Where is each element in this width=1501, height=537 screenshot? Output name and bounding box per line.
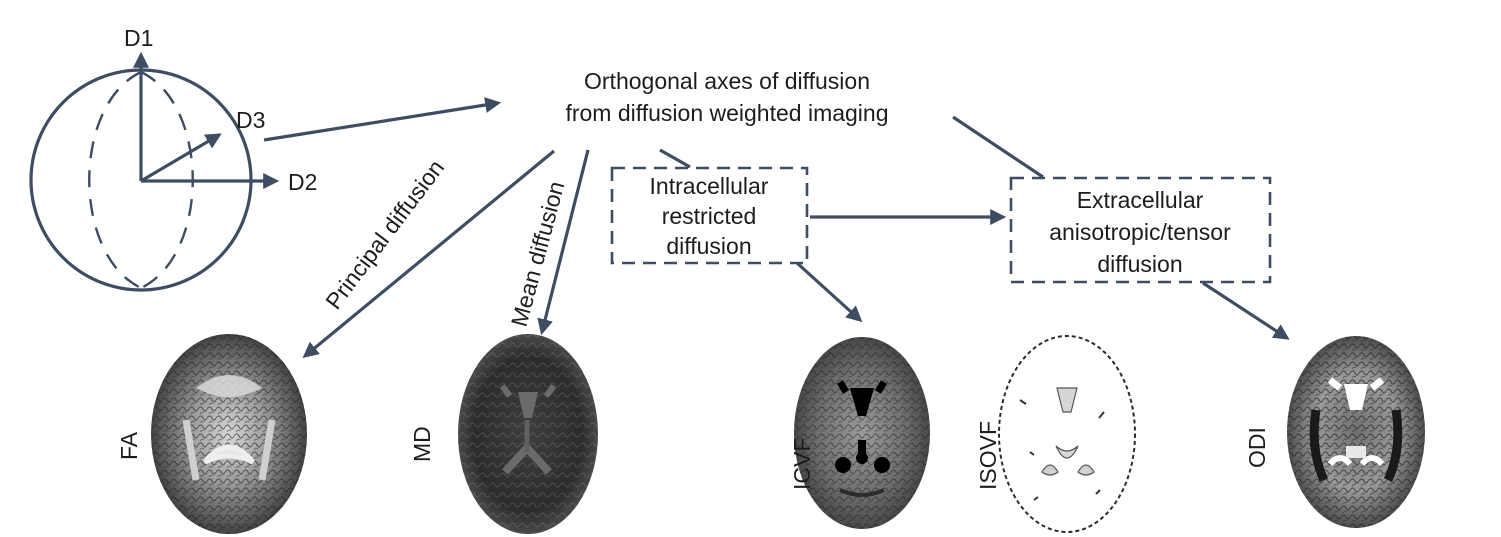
extracellular-line-2: anisotropic/tensor bbox=[1049, 219, 1231, 245]
intracellular-line-3: diffusion bbox=[666, 233, 751, 259]
fa-label: FA bbox=[116, 431, 142, 460]
axis-d1-label: D1 bbox=[124, 25, 153, 51]
extracellular-box: Extracellular anisotropic/tensor diffusi… bbox=[1009, 176, 1272, 284]
header-line-1: Orthogonal axes of diffusion bbox=[584, 68, 870, 94]
isovf-brain-map bbox=[998, 335, 1136, 533]
intracellular-line-2: restricted bbox=[662, 203, 757, 229]
intracellular-box: Intracellular restricted diffusion bbox=[610, 166, 809, 265]
header: Orthogonal axes of diffusion from diffus… bbox=[565, 68, 888, 126]
md-brain-map bbox=[458, 334, 598, 534]
intracellular-line-1: Intracellular bbox=[650, 173, 769, 199]
fa-brain-map bbox=[151, 334, 307, 534]
arrow-intra-to-icvf bbox=[795, 261, 863, 323]
extracellular-line-3: diffusion bbox=[1097, 251, 1182, 277]
isovf-label: ISOVF bbox=[975, 421, 1001, 490]
arrow-to-extracellular-box bbox=[952, 115, 1044, 179]
sphere-meridian bbox=[88, 70, 142, 290]
extracellular-line-1: Extracellular bbox=[1077, 187, 1204, 213]
arrow-principal bbox=[302, 149, 556, 359]
header-line-2: from diffusion weighted imaging bbox=[565, 100, 888, 126]
arrow-mean bbox=[537, 149, 590, 336]
odi-label: ODI bbox=[1244, 427, 1270, 468]
md-label: MD bbox=[409, 426, 435, 462]
axis-d3 bbox=[140, 133, 222, 183]
axis-d2-label: D2 bbox=[288, 169, 317, 195]
diffusion-sphere: D1 D2 D3 bbox=[29, 25, 317, 292]
odi-brain-map bbox=[1287, 336, 1425, 528]
arrow-sphere-to-header bbox=[263, 97, 502, 142]
arrow-extra-to-odi bbox=[1202, 281, 1290, 340]
axis-d3-label: D3 bbox=[236, 107, 265, 133]
icvf-brain-map bbox=[794, 337, 930, 529]
icvf-label: ICVF bbox=[789, 438, 815, 490]
arrow-to-intracellular bbox=[659, 148, 691, 169]
mean-diffusion-label: Mean diffusion bbox=[506, 178, 570, 329]
